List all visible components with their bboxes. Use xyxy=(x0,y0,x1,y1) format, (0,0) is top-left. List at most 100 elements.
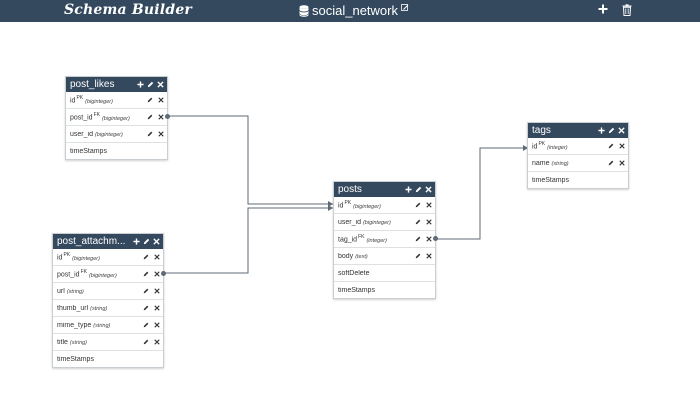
column-row-id[interactable]: idPK(biginteger) xyxy=(53,249,163,265)
column-type: (integer) xyxy=(366,237,387,244)
column-name: id xyxy=(57,254,63,262)
column-label: thumb_url(string) xyxy=(57,305,143,312)
column-row-id[interactable]: idPK(biginteger) xyxy=(334,197,435,213)
edit-column-icon[interactable] xyxy=(143,271,149,277)
edit-column-icon[interactable] xyxy=(415,219,421,225)
edit-table-icon[interactable] xyxy=(608,127,615,134)
column-label: tag_idFK(integer) xyxy=(338,234,415,243)
edit-column-icon[interactable] xyxy=(143,339,149,345)
edit-column-icon[interactable] xyxy=(147,97,153,103)
delete-column-icon[interactable] xyxy=(154,339,160,345)
link-attachments-to-posts xyxy=(163,207,333,274)
delete-table-icon[interactable] xyxy=(425,186,432,193)
key-badge: FK xyxy=(80,269,87,276)
delete-column-icon[interactable] xyxy=(154,254,160,260)
edit-column-icon[interactable] xyxy=(147,114,153,120)
delete-column-icon[interactable] xyxy=(158,97,164,103)
link-posts-to-tags xyxy=(436,147,528,240)
table-name: post_attachm... xyxy=(57,236,126,247)
column-label: idPK(integer) xyxy=(532,141,608,150)
edit-project-icon[interactable] xyxy=(401,3,409,12)
table-option-label: timeStamps xyxy=(338,286,375,294)
table-option-row[interactable]: timeStamps xyxy=(334,281,435,298)
table-option-row[interactable]: timeStamps xyxy=(66,142,167,159)
delete-column-icon[interactable] xyxy=(154,288,160,294)
add-table-button[interactable] xyxy=(597,3,609,15)
app-brand[interactable]: Schema Builder xyxy=(64,2,193,18)
column-row-mime-type[interactable]: mime_type(string) xyxy=(53,316,163,333)
column-row-url[interactable]: url(string) xyxy=(53,282,163,299)
table-option-row[interactable]: timeStamps xyxy=(53,350,163,367)
delete-column-icon[interactable] xyxy=(158,114,164,120)
add-column-icon[interactable] xyxy=(598,127,605,134)
delete-column-icon[interactable] xyxy=(619,143,625,149)
column-row-id[interactable]: idPK(integer) xyxy=(528,138,628,154)
table-posts[interactable]: posts idPK(biginteger)user_id(biginteger… xyxy=(333,181,438,299)
delete-column-icon[interactable] xyxy=(158,131,164,137)
key-badge: FK xyxy=(358,234,365,241)
table-header[interactable]: post_attachm... xyxy=(53,234,163,249)
delete-table-icon[interactable] xyxy=(157,81,164,88)
add-column-icon[interactable] xyxy=(137,81,144,88)
table-post-likes[interactable]: post_likes idPK(biginteger)post_idFK(big… xyxy=(65,76,170,160)
edit-table-icon[interactable] xyxy=(143,238,150,245)
edit-column-icon[interactable] xyxy=(415,236,421,242)
column-row-user-id[interactable]: user_id(biginteger) xyxy=(334,213,435,230)
delete-column-icon[interactable] xyxy=(426,253,432,259)
delete-column-icon[interactable] xyxy=(154,322,160,328)
column-row-body[interactable]: body(text) xyxy=(334,247,435,264)
edit-column-icon[interactable] xyxy=(147,131,153,137)
relation-connector[interactable] xyxy=(161,271,166,276)
column-label: name(string) xyxy=(532,160,608,167)
column-row-name[interactable]: name(string) xyxy=(528,154,628,171)
edit-column-icon[interactable] xyxy=(415,202,421,208)
relation-connector[interactable] xyxy=(165,114,170,119)
delete-column-icon[interactable] xyxy=(426,202,432,208)
edit-column-icon[interactable] xyxy=(608,143,614,149)
column-list: idPK(integer) name(string) timeStamps xyxy=(528,138,628,188)
edit-table-icon[interactable] xyxy=(147,81,154,88)
column-row-user-id[interactable]: user_id(biginteger) xyxy=(66,125,167,142)
delete-table-icon[interactable] xyxy=(153,238,160,245)
column-name: user_id xyxy=(70,130,93,138)
delete-column-icon[interactable] xyxy=(154,305,160,311)
delete-column-icon[interactable] xyxy=(619,160,625,166)
add-column-icon[interactable] xyxy=(405,186,412,193)
edit-column-icon[interactable] xyxy=(143,288,149,294)
table-header[interactable]: tags xyxy=(528,123,628,138)
column-type: (string) xyxy=(69,339,88,346)
edit-column-icon[interactable] xyxy=(143,305,149,311)
edit-column-icon[interactable] xyxy=(143,254,149,260)
table-header[interactable]: posts xyxy=(334,182,435,197)
table-option-row[interactable]: softDelete xyxy=(334,264,435,281)
edit-column-icon[interactable] xyxy=(143,322,149,328)
column-list: idPK(biginteger)user_id(biginteger) tag_i… xyxy=(334,197,438,298)
trash-icon[interactable] xyxy=(622,4,632,16)
column-row-post-id[interactable]: post_idFK(biginteger) xyxy=(53,265,166,282)
delete-column-icon[interactable] xyxy=(426,236,432,242)
column-actions xyxy=(608,143,625,149)
table-post-attachments[interactable]: post_attachm... idPK(biginteger)post_idF… xyxy=(52,233,166,368)
column-row-post-id[interactable]: post_idFK(biginteger) xyxy=(66,108,170,125)
column-row-id[interactable]: idPK(biginteger) xyxy=(66,92,167,108)
project-title[interactable]: social_network xyxy=(299,3,409,18)
delete-table-icon[interactable] xyxy=(618,127,625,134)
edit-column-icon[interactable] xyxy=(608,160,614,166)
column-row-title[interactable]: title(string) xyxy=(53,333,163,350)
column-row-thumb-url[interactable]: thumb_url(string) xyxy=(53,299,163,316)
table-tags[interactable]: tags idPK(integer) name(string) timeStamps xyxy=(527,122,629,189)
relation-connector[interactable] xyxy=(433,236,438,241)
column-name: name xyxy=(532,159,550,167)
column-label: url(string) xyxy=(57,288,143,295)
delete-column-icon[interactable] xyxy=(154,271,160,277)
edit-table-icon[interactable] xyxy=(415,186,422,193)
add-column-icon[interactable] xyxy=(133,238,140,245)
column-list: idPK(biginteger)post_idFK(biginteger)url… xyxy=(53,249,166,367)
column-row-tag-id[interactable]: tag_idFK(integer) xyxy=(334,230,438,247)
table-option-row[interactable]: timeStamps xyxy=(528,171,628,188)
edit-column-icon[interactable] xyxy=(415,253,421,259)
key-badge: FK xyxy=(93,112,100,119)
table-header[interactable]: post_likes xyxy=(66,77,167,92)
column-name: post_id xyxy=(70,114,93,122)
delete-column-icon[interactable] xyxy=(426,219,432,225)
